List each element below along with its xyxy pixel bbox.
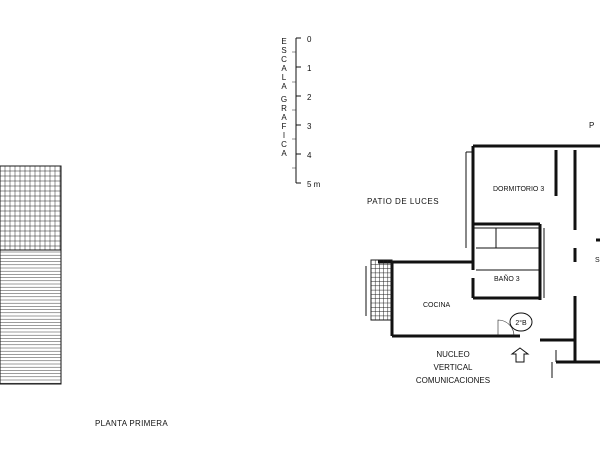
- scale-letter: A: [281, 64, 287, 73]
- scale-letter: A: [281, 113, 287, 122]
- scale-letter: I: [283, 131, 285, 140]
- horizontal-hatch: [0, 251, 61, 384]
- label-patio-de-luces: PATIO DE LUCES: [367, 197, 439, 206]
- label-vertical: VERTICAL: [434, 363, 474, 372]
- apartment-tag-label: 2°B: [515, 319, 527, 327]
- label-cocina: COCINA: [423, 302, 451, 309]
- window-dormitorio: [465, 151, 473, 248]
- scale-tick-label: 5 m: [307, 180, 321, 189]
- wall-detail: [551, 350, 557, 378]
- scale-letter: R: [281, 104, 287, 113]
- scale-letter: E: [281, 37, 286, 46]
- scale-letter: A: [281, 82, 287, 91]
- scale-letter: C: [281, 140, 287, 149]
- label-planta-primera: PLANTA PRIMERA: [95, 419, 168, 428]
- apartment-walls: [378, 144, 600, 378]
- up-arrow-icon: [510, 347, 530, 363]
- label-bano-3: BAÑO 3: [494, 274, 520, 283]
- scale-letter: S: [281, 46, 286, 55]
- graphic-scale: E S C A L A G R A F I C A 0 1 2 3 4 5 m: [281, 35, 321, 189]
- scale-letter: L: [282, 73, 287, 82]
- label-edge-s: S: [595, 257, 600, 264]
- label-dormitorio-3: DORMITORIO 3: [493, 186, 544, 193]
- terrace-grid: [365, 259, 393, 321]
- scale-tick-label: 4: [307, 151, 312, 160]
- scale-tick-label: 0: [307, 35, 312, 44]
- scale-letter: C: [281, 55, 287, 64]
- label-nucleo: NUCLEO: [436, 350, 469, 359]
- scale-tick-label: 3: [307, 122, 312, 131]
- scale-letter: F: [282, 122, 287, 131]
- scale-tick-label: 2: [307, 93, 312, 102]
- scale-letter: A: [281, 149, 287, 158]
- label-comunicaciones: COMUNICACIONES: [416, 376, 490, 385]
- roof-grid: [0, 165, 61, 250]
- scale-bar: [295, 37, 301, 184]
- roof-grid-area: [0, 165, 62, 251]
- left-building-block: [0, 165, 62, 385]
- scale-tick-label: 1: [307, 64, 312, 73]
- door-swing: [497, 319, 515, 337]
- hatched-area: [0, 249, 62, 385]
- apartment-tag: 2°B: [509, 312, 533, 332]
- label-edge-p: P: [589, 121, 594, 130]
- apartment-tag-ring: [509, 312, 533, 332]
- scale-brace: [292, 51, 296, 169]
- scale-letter: G: [281, 95, 287, 104]
- closet-lines: [476, 228, 540, 249]
